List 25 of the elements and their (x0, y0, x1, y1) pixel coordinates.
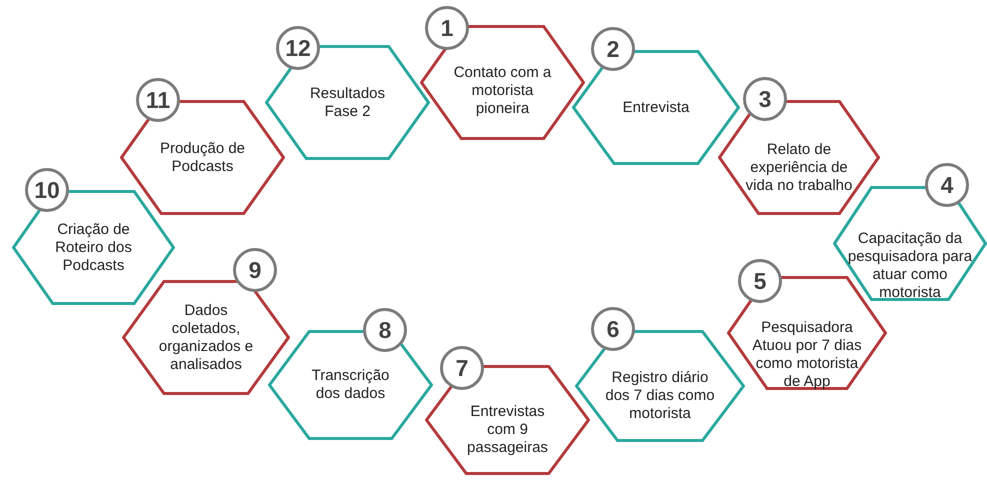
step-number-badge: 2 (591, 27, 635, 71)
step-text: Contato com a motorista pioneira (452, 64, 552, 118)
step-number-badge: 9 (233, 248, 277, 292)
step-text: Capacitação da pesquisadora para atuar como motorista (846, 230, 974, 302)
step-number-badge: 1 (425, 6, 469, 50)
step-text: Dados coletados, organizados e analisados (158, 302, 254, 374)
step-hexagon (122, 280, 290, 395)
step-number-badge: 10 (25, 168, 69, 212)
step-text: Resultados Fase 2 (308, 84, 386, 120)
step-text: Transcrição dos dados (310, 367, 390, 403)
step-text: Entrevista (622, 98, 690, 116)
step-number-badge: 8 (363, 308, 407, 352)
step-number-badge: 3 (743, 77, 787, 121)
step-number-badge: 6 (591, 307, 635, 351)
step-number-badge: 12 (276, 26, 320, 70)
step-text: Pesquisadora Atuou por 7 dias como motorista de App (751, 319, 863, 391)
step-number-badge: 11 (136, 78, 180, 122)
step-text: Registro diário dos 7 dias como motorista (604, 369, 716, 423)
step-number-badge: 7 (440, 346, 484, 390)
step-text: Criação de Roteiro dos Podcasts (54, 220, 133, 274)
step-text: Produção de Podcasts (158, 140, 246, 176)
step-number-badge: 5 (738, 259, 782, 303)
step-text: Relato de experiência de vida no trabalho (744, 140, 854, 194)
step-text: Entrevistas com 9 passageiras (466, 403, 549, 457)
step-number-badge: 4 (925, 163, 969, 207)
